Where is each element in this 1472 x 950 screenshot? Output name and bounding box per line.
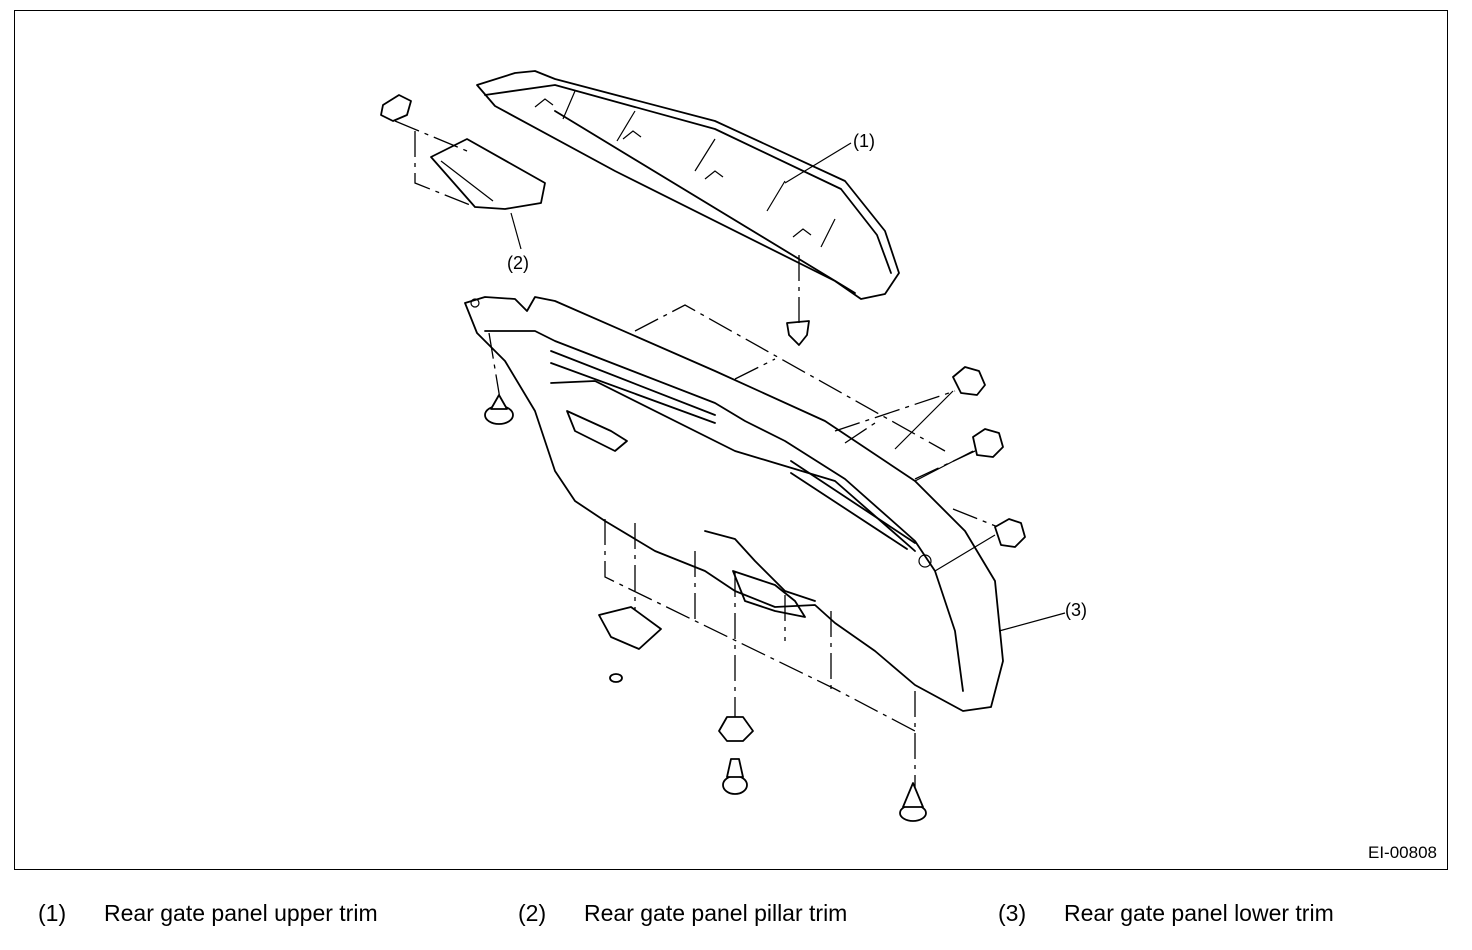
legend: (1) Rear gate panel upper trim (2) Rear ga… — [0, 900, 1472, 936]
legend-num: (3) — [998, 900, 1027, 926]
upper-trim-part — [476, 70, 900, 300]
pillar-trim-part — [380, 94, 546, 210]
legend-text: Rear gate panel pillar trim — [584, 900, 848, 926]
figure-code: EI-00808 — [1368, 843, 1437, 862]
legend-text: Rear gate panel upper trim — [104, 900, 378, 926]
legend-num: (1) — [38, 900, 67, 926]
callout-2: (2) — [507, 253, 529, 273]
callout-1: (1) — [853, 131, 875, 151]
fasteners — [484, 394, 927, 822]
leader-lines — [510, 142, 1066, 632]
legend-item-1: (1) Rear gate panel upper trim — [38, 900, 378, 927]
exploded-view-drawing: (1) (2) (3) — [380, 70, 1087, 822]
legend-text: Rear gate panel lower trim — [1064, 900, 1334, 926]
diagram-frame: (1) (2) (3) EI-00808 — [14, 10, 1448, 870]
legend-item-2: (2) Rear gate panel pillar trim — [518, 900, 847, 927]
legend-num: (2) — [518, 900, 547, 926]
upper-trim-clip — [786, 255, 810, 346]
lower-trim-part — [464, 296, 1004, 712]
lower-trim-clips — [894, 366, 1026, 572]
legend-item-3: (3) Rear gate panel lower trim — [998, 900, 1334, 927]
callout-3: (3) — [1065, 600, 1087, 620]
